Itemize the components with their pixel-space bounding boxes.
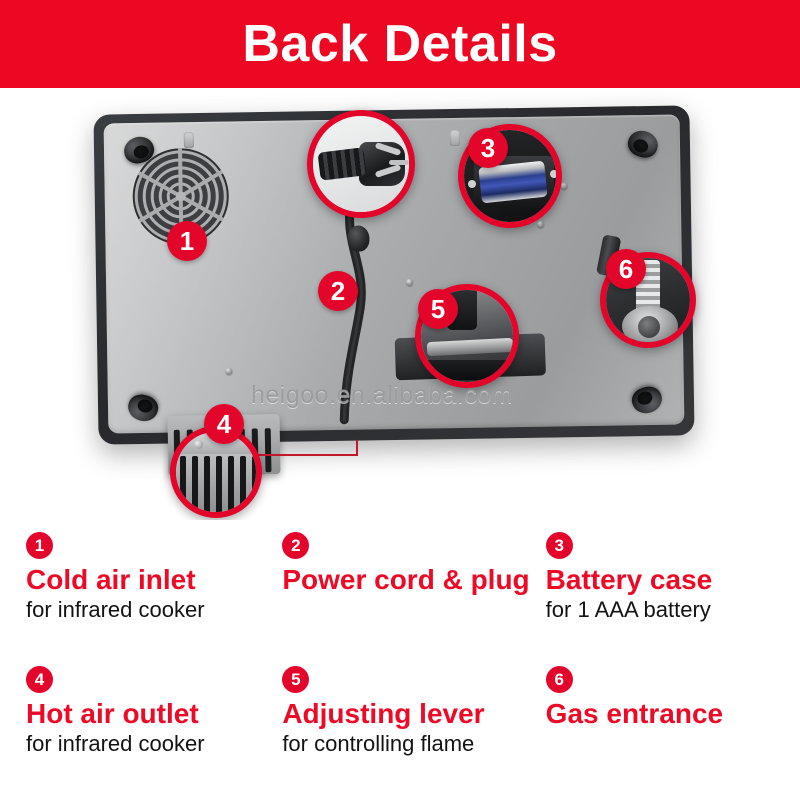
legend-number-5: 5 — [282, 666, 310, 693]
callout-leader-line — [246, 454, 358, 456]
legend-item-6: 6 Gas entrance — [534, 666, 786, 800]
legend-number-6: 6 — [545, 666, 573, 693]
header-banner: Back Details — [0, 0, 800, 88]
legend-subtitle-5: for controlling flame — [282, 731, 475, 757]
plug-pin — [389, 160, 409, 165]
callout-badge-1: 1 — [167, 221, 207, 261]
legend-item-1: 1 Cold air inlet for infrared cooker — [14, 532, 266, 666]
legend-item-4: 4 Hot air outlet for infrared cooker — [14, 666, 266, 800]
lever-base — [421, 360, 513, 380]
lever-slider-rail — [426, 337, 513, 357]
callout-badge-5: 5 — [418, 289, 458, 329]
callout-bubble-hot-air-outlet — [170, 426, 262, 518]
legend-title-2: Power cord & plug — [282, 564, 530, 595]
page-title: Back Details — [242, 15, 558, 73]
product-photo: 1 2 3 4 5 6 heigoo.en.alibaba.com — [0, 88, 800, 520]
legend-title-1: Cold air inlet — [26, 564, 196, 595]
rubber-foot — [628, 383, 666, 417]
panel-screw — [225, 367, 233, 375]
legend-title-5: Adjusting lever — [282, 698, 485, 729]
legend-item-2: 2 Power cord & plug — [270, 532, 530, 666]
legend-title-3: Battery case — [545, 564, 713, 595]
legend-item-3: 3 Battery case for 1 AAA battery — [534, 532, 786, 666]
cord-strain-relief — [317, 147, 367, 181]
callout-badge-6: 6 — [606, 249, 646, 289]
callout-badge-3: 3 — [468, 128, 508, 168]
legend-subtitle-3: for 1 AAA battery — [545, 597, 711, 623]
legend-subtitle-4: for infrared cooker — [26, 731, 205, 757]
rubber-foot — [125, 391, 161, 425]
legend-item-5: 5 Adjusting lever for controlling flame — [270, 666, 529, 800]
gas-nozzle-bore — [638, 316, 660, 338]
rubber-foot — [624, 126, 662, 162]
callout-badge-4: 4 — [204, 404, 244, 444]
legend-number-2: 2 — [282, 532, 310, 559]
legend-title-6: Gas entrance — [545, 698, 724, 729]
panel-clip — [183, 132, 194, 149]
cord-grommet — [347, 225, 370, 252]
panel-clip — [449, 129, 460, 147]
legend-number-1: 1 — [26, 532, 53, 559]
battery-terminal — [550, 170, 556, 178]
callout-leader-line — [356, 440, 358, 456]
vent-screw — [194, 440, 203, 449]
panel-screw — [406, 278, 414, 286]
battery-terminal — [468, 180, 476, 188]
legend-number-3: 3 — [545, 532, 573, 559]
legend-number-4: 4 — [26, 666, 53, 693]
grille-hub — [175, 191, 186, 202]
callout-bubble-power-cord-plug — [307, 110, 415, 218]
legend-title-4: Hot air outlet — [26, 698, 199, 729]
legend-grid: 1 Cold air inlet for infrared cooker 2 P… — [0, 520, 800, 800]
callout-bubble-adjusting-lever — [415, 284, 519, 388]
legend-subtitle-1: for infrared cooker — [26, 597, 205, 623]
callout-badge-2: 2 — [318, 271, 358, 311]
panel-screw — [560, 182, 568, 190]
